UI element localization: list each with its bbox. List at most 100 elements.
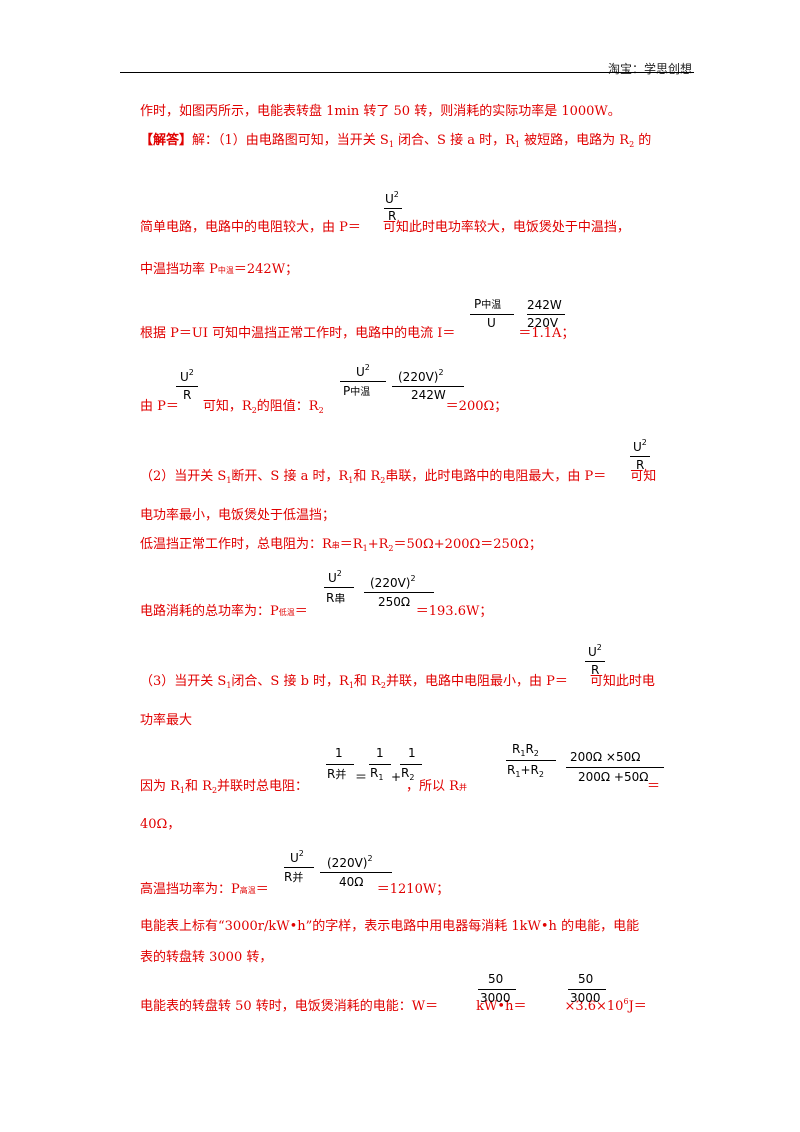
- formula-u: U2: [588, 643, 602, 659]
- formula-plus: +: [391, 770, 402, 784]
- text-seg: 和 R: [185, 779, 212, 794]
- formula-p-mid: P中温: [474, 297, 502, 311]
- text-seg: 由 P＝: [140, 399, 179, 414]
- subscript: 1: [348, 476, 354, 485]
- formula-r-series: R串: [326, 591, 346, 605]
- subscript: 1: [226, 476, 232, 485]
- text-line-18: 电能表的转盘转 50 转时，电饭煲消耗的电能：W＝kW•h＝×3.6×106J＝: [140, 995, 647, 1014]
- text-line-9: 低温挡正常工作时，总电阻为：R串＝R1+R2＝50Ω+200Ω＝250Ω；: [140, 533, 542, 553]
- formula-r: R: [636, 458, 645, 472]
- fraction-bar: [478, 989, 516, 990]
- formula-r: R: [183, 388, 192, 402]
- text-line-15: 高温挡功率为：P高温＝＝1210W；: [140, 878, 449, 897]
- text-line-7: （2）当开关 S1断开、S 接 a 时，R1和 R2串联，此时电路中的电阻最大，…: [140, 465, 656, 485]
- text-seg: 并联，电路中电阻最小，由 P＝: [385, 674, 568, 689]
- text-seg: 和 R: [353, 469, 381, 484]
- text-line-12: 功率最大: [140, 713, 193, 728]
- text-seg: 断开、S 接 a 时，R: [231, 469, 349, 484]
- formula-r1-plus-r2: R1+R2: [507, 763, 544, 779]
- text-seg: ＝: [646, 779, 660, 794]
- text-line-14: 40Ω，: [140, 817, 181, 832]
- text-seg: 根据 P＝UI 可知中温挡正常工作时，电路中的电流 I＝: [140, 326, 456, 341]
- text-line-1: 作时，如图丙所示，电能表转盘 1min 转了 50 转，则消耗的实际功率是 10…: [140, 104, 621, 119]
- text-seg: 低温挡正常工作时，总电阻为：R: [140, 537, 332, 552]
- subscript: 串: [331, 541, 340, 550]
- fraction-bar: [364, 592, 434, 593]
- subscript: 1: [362, 544, 368, 553]
- fraction-bar: [470, 314, 514, 315]
- text-seg: （2）当开关 S: [140, 469, 227, 484]
- subscript: 2: [629, 140, 635, 149]
- fraction-bar: [506, 760, 556, 761]
- text-seg: ＝R: [339, 537, 363, 552]
- formula-u: U2: [328, 569, 342, 585]
- formula-u: U2: [385, 190, 399, 206]
- text-line-6: 由 P＝可知，R2的阻值：R2＝200Ω；: [140, 395, 507, 415]
- formula-50: 50: [578, 972, 594, 986]
- text-seg: ，所以 R: [406, 779, 459, 794]
- text-seg: ＝242W；: [233, 262, 299, 277]
- text-seg: ＝200Ω；: [445, 399, 508, 414]
- text-seg: ＝50Ω+200Ω＝250Ω；: [393, 537, 542, 552]
- fraction-bar: [566, 767, 664, 768]
- text-seg: 和 R: [353, 674, 381, 689]
- text-seg: ＝1.1A；: [518, 326, 575, 341]
- formula-r-par: R并: [327, 767, 347, 781]
- fraction-bar: [585, 661, 605, 662]
- formula-242w: 242W: [411, 388, 446, 402]
- text-line-11: （3）当开关 S1闭合、S 接 b 时，R1和 R2并联，电路中电阻最小，由 P…: [140, 670, 655, 690]
- subscript: 高温: [239, 886, 256, 895]
- text-seg: 中温挡功率 P: [140, 262, 218, 277]
- fraction-bar: [320, 872, 392, 873]
- text-line-10: 电路消耗的总功率为：P低温＝＝193.6W；: [140, 600, 492, 619]
- fraction-bar: [630, 456, 650, 457]
- text-seg: +R: [367, 537, 389, 552]
- formula-u: U2: [633, 438, 647, 454]
- header-rule: [120, 72, 694, 73]
- subscript: 2: [251, 406, 257, 415]
- text-seg: ＝1210W；: [376, 882, 450, 897]
- formula-u: U2: [180, 368, 194, 384]
- formula-3000: 3000: [570, 991, 601, 1005]
- formula-eq: ＝: [355, 770, 368, 784]
- fraction-bar: [400, 764, 422, 765]
- fraction-bar: [568, 989, 606, 990]
- formula-r: R: [591, 663, 600, 677]
- text-line-13: 因为 R1和 R2并联时总电阻：，所以 R并＝: [140, 775, 660, 795]
- answer-tag: 【解答】: [140, 133, 193, 148]
- subscript: 低温: [278, 608, 295, 617]
- text-line-2: 【解答】解：（1）由电路图可知，当开关 S1 闭合、S 接 a 时，R1 被短路…: [140, 129, 651, 149]
- formula-220v: 220V: [527, 316, 559, 330]
- text-seg: 并联时总电阻：: [217, 779, 309, 794]
- subscript: 1: [226, 681, 232, 690]
- subscript: 并: [458, 783, 467, 792]
- fraction-bar: [384, 208, 402, 209]
- formula-40: 40Ω: [339, 875, 364, 889]
- formula-u: U2: [356, 363, 370, 379]
- fraction-bar: [369, 764, 391, 765]
- fraction-bar: [176, 386, 198, 387]
- formula-one: 1: [408, 746, 416, 760]
- formula-u: U: [487, 316, 496, 330]
- subscript: 中温: [217, 266, 234, 275]
- formula-r2: R2: [401, 766, 415, 782]
- subscript: 2: [318, 406, 324, 415]
- subscript: 2: [380, 681, 386, 690]
- formula-3000: 3000: [480, 991, 511, 1005]
- text-seg: ＝193.6W；: [415, 604, 493, 619]
- formula-r1: R1: [370, 766, 384, 782]
- fraction-bar: [392, 386, 464, 387]
- text-line-16: 电能表上标有“3000r/kW•h”的字样，表示电路中用电器每消耗 1kW•h …: [140, 919, 640, 934]
- fraction-bar: [527, 314, 565, 315]
- formula-220v-sq: (220V)2: [398, 368, 444, 384]
- text-seg: ×3.6×10: [564, 999, 624, 1014]
- fraction-bar: [324, 587, 354, 588]
- text-seg: ＝: [255, 882, 269, 897]
- text-seg: 的: [634, 133, 652, 148]
- text-line-8: 电功率最小，电饭煲处于低温挡；: [140, 508, 336, 523]
- fraction-bar: [326, 764, 354, 765]
- formula-242w: 242W: [527, 298, 562, 312]
- text-line-4: 中温挡功率 P中温＝242W；: [140, 258, 298, 277]
- subscript: 2: [380, 476, 386, 485]
- formula-p-mid: P中温: [343, 384, 371, 398]
